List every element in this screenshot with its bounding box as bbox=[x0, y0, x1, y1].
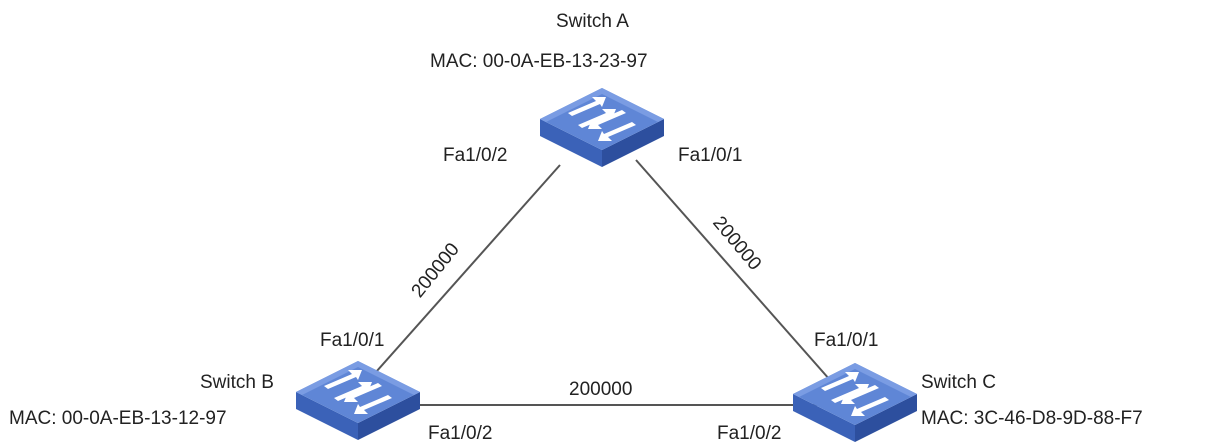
switch-c-mac: MAC: 3C-46-D8-9D-88-F7 bbox=[921, 408, 1143, 429]
switch-a-arrows-icon bbox=[568, 97, 636, 141]
link-b-c-cost: 200000 bbox=[569, 379, 633, 400]
switch-c-port-bottom: Fa1/0/2 bbox=[717, 423, 782, 444]
switch-a-right-face bbox=[602, 119, 664, 167]
switch-b-mac: MAC: 00-0A-EB-13-12-97 bbox=[9, 408, 227, 429]
switch-a-top-highlight bbox=[540, 88, 664, 122]
switch-c-arrows-icon bbox=[821, 372, 889, 416]
switch-a-port-left: Fa1/0/2 bbox=[443, 145, 508, 166]
switch-c-top-highlight bbox=[793, 363, 917, 397]
switch-c-icon bbox=[793, 363, 917, 442]
switch-b-top-highlight bbox=[296, 361, 420, 395]
link-a-b bbox=[359, 164, 561, 391]
switch-a-mac: MAC: 00-0A-EB-13-23-97 bbox=[430, 51, 648, 72]
switch-b-right-face bbox=[358, 392, 420, 440]
switch-b-name: Switch B bbox=[200, 372, 274, 393]
switch-a-name: Switch A bbox=[556, 11, 629, 32]
switch-b-arrows-icon bbox=[324, 370, 392, 414]
switch-b-port-top: Fa1/0/1 bbox=[320, 330, 385, 351]
switch-a-left-face bbox=[540, 119, 602, 167]
switch-c-name: Switch C bbox=[921, 372, 996, 393]
switch-a-icon bbox=[540, 88, 664, 167]
switch-c-left-face bbox=[793, 394, 855, 442]
switch-b-left-face bbox=[296, 392, 358, 440]
switch-c-right-face bbox=[855, 394, 917, 442]
link-a-c bbox=[635, 159, 831, 381]
switch-b-port-bottom: Fa1/0/2 bbox=[428, 423, 493, 444]
switch-b-icon bbox=[296, 361, 420, 440]
switch-a-port-right: Fa1/0/1 bbox=[678, 145, 743, 166]
switch-c-port-top: Fa1/0/1 bbox=[814, 330, 879, 351]
